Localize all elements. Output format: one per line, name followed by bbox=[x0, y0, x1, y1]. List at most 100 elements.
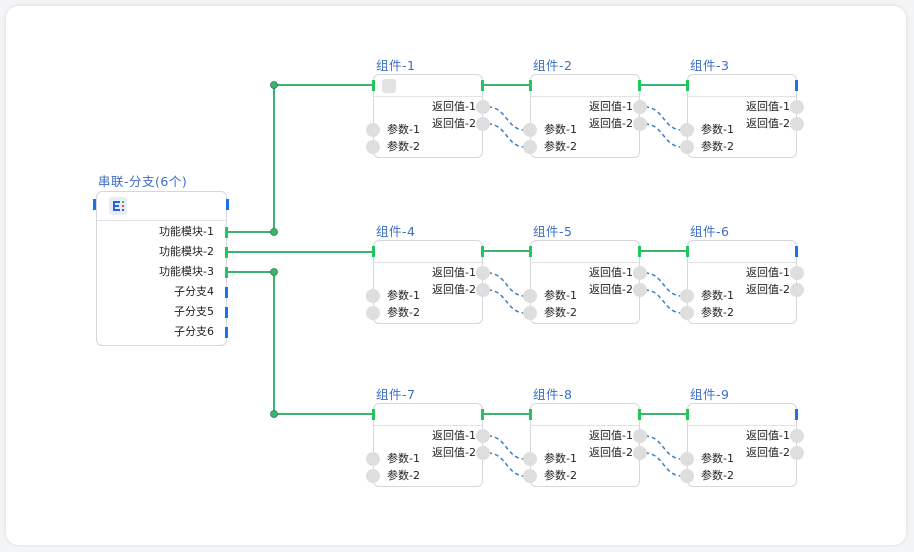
param-port[interactable] bbox=[366, 452, 380, 466]
flow-output-port[interactable] bbox=[638, 80, 641, 91]
main-node[interactable] bbox=[96, 191, 227, 346]
flow-input-port[interactable] bbox=[529, 80, 532, 91]
component-header bbox=[374, 75, 482, 97]
return-port[interactable] bbox=[476, 266, 490, 280]
param-port[interactable] bbox=[366, 123, 380, 137]
component-node[interactable] bbox=[373, 403, 483, 487]
return-port[interactable] bbox=[633, 446, 647, 460]
param-port[interactable] bbox=[680, 289, 694, 303]
param-label: 参数-1 bbox=[701, 123, 734, 136]
param-label: 参数-2 bbox=[387, 140, 420, 153]
param-port[interactable] bbox=[523, 306, 537, 320]
return-port[interactable] bbox=[633, 429, 647, 443]
return-port[interactable] bbox=[633, 283, 647, 297]
param-label: 参数-2 bbox=[387, 306, 420, 319]
flow-input-port[interactable] bbox=[529, 409, 532, 420]
flow-input-port[interactable] bbox=[686, 409, 689, 420]
component-title: 组件-4 bbox=[376, 224, 416, 239]
flow-output-port[interactable] bbox=[481, 80, 484, 91]
return-label: 返回值-1 bbox=[589, 266, 633, 279]
connected-output-port[interactable] bbox=[225, 247, 228, 258]
return-port[interactable] bbox=[790, 429, 804, 443]
component-title: 组件-2 bbox=[533, 58, 573, 73]
main-node-title: 串联-分支(6个) bbox=[98, 174, 188, 189]
param-port[interactable] bbox=[366, 140, 380, 154]
flow-input-port[interactable] bbox=[686, 80, 689, 91]
main-output-label: 子分支4 bbox=[174, 285, 214, 298]
return-port[interactable] bbox=[476, 100, 490, 114]
param-port[interactable] bbox=[366, 289, 380, 303]
param-port[interactable] bbox=[680, 123, 694, 137]
return-label: 返回值-2 bbox=[589, 283, 633, 296]
param-label: 参数-2 bbox=[544, 469, 577, 482]
component-node[interactable] bbox=[373, 74, 483, 158]
return-port[interactable] bbox=[476, 446, 490, 460]
param-port[interactable] bbox=[523, 289, 537, 303]
open-output-port[interactable] bbox=[225, 327, 228, 338]
param-port[interactable] bbox=[523, 123, 537, 137]
return-port[interactable] bbox=[476, 117, 490, 131]
component-title: 组件-3 bbox=[690, 58, 730, 73]
return-port[interactable] bbox=[790, 117, 804, 131]
return-port[interactable] bbox=[476, 429, 490, 443]
return-label: 返回值-1 bbox=[432, 429, 476, 442]
main-input-port[interactable] bbox=[93, 199, 96, 210]
param-label: 参数-1 bbox=[544, 289, 577, 302]
flow-input-port[interactable] bbox=[686, 246, 689, 257]
return-label: 返回值-2 bbox=[746, 446, 790, 459]
return-port[interactable] bbox=[633, 266, 647, 280]
component-node[interactable] bbox=[530, 74, 640, 158]
flow-input-port[interactable] bbox=[529, 246, 532, 257]
open-output-port[interactable] bbox=[225, 307, 228, 318]
param-port[interactable] bbox=[366, 469, 380, 483]
flow-input-port[interactable] bbox=[372, 246, 375, 257]
flow-output-port[interactable] bbox=[638, 409, 641, 420]
component-node[interactable] bbox=[530, 403, 640, 487]
open-output-port[interactable] bbox=[795, 246, 798, 257]
param-label: 参数-2 bbox=[701, 469, 734, 482]
flow-input-port[interactable] bbox=[372, 80, 375, 91]
return-port[interactable] bbox=[476, 283, 490, 297]
param-port[interactable] bbox=[523, 140, 537, 154]
param-label: 参数-1 bbox=[701, 289, 734, 302]
component-title: 组件-9 bbox=[690, 387, 730, 402]
return-port[interactable] bbox=[633, 117, 647, 131]
main-output-port[interactable] bbox=[226, 199, 229, 210]
return-label: 返回值-2 bbox=[432, 446, 476, 459]
return-port[interactable] bbox=[790, 100, 804, 114]
param-label: 参数-2 bbox=[544, 306, 577, 319]
component-node[interactable] bbox=[530, 240, 640, 324]
param-port[interactable] bbox=[680, 469, 694, 483]
param-port[interactable] bbox=[523, 452, 537, 466]
connected-output-port[interactable] bbox=[225, 227, 228, 238]
return-port[interactable] bbox=[790, 283, 804, 297]
component-node[interactable] bbox=[687, 240, 797, 324]
flow-output-port[interactable] bbox=[481, 246, 484, 257]
return-port[interactable] bbox=[790, 266, 804, 280]
param-label: 参数-1 bbox=[544, 452, 577, 465]
connected-output-port[interactable] bbox=[225, 267, 228, 278]
open-output-port[interactable] bbox=[225, 287, 228, 298]
param-port[interactable] bbox=[523, 469, 537, 483]
param-label: 参数-2 bbox=[701, 140, 734, 153]
return-port[interactable] bbox=[633, 100, 647, 114]
param-label: 参数-2 bbox=[544, 140, 577, 153]
flow-output-port[interactable] bbox=[481, 409, 484, 420]
component-title: 组件-1 bbox=[376, 58, 416, 73]
param-port[interactable] bbox=[366, 306, 380, 320]
param-label: 参数-1 bbox=[387, 289, 420, 302]
component-node[interactable] bbox=[373, 240, 483, 324]
component-header bbox=[374, 404, 482, 426]
return-label: 返回值-1 bbox=[589, 429, 633, 442]
open-output-port[interactable] bbox=[795, 409, 798, 420]
return-port[interactable] bbox=[790, 446, 804, 460]
main-output-label: 子分支5 bbox=[174, 305, 214, 318]
open-output-port[interactable] bbox=[795, 80, 798, 91]
component-node[interactable] bbox=[687, 403, 797, 487]
param-port[interactable] bbox=[680, 306, 694, 320]
param-port[interactable] bbox=[680, 452, 694, 466]
flow-output-port[interactable] bbox=[638, 246, 641, 257]
component-node[interactable] bbox=[687, 74, 797, 158]
flow-input-port[interactable] bbox=[372, 409, 375, 420]
param-port[interactable] bbox=[680, 140, 694, 154]
